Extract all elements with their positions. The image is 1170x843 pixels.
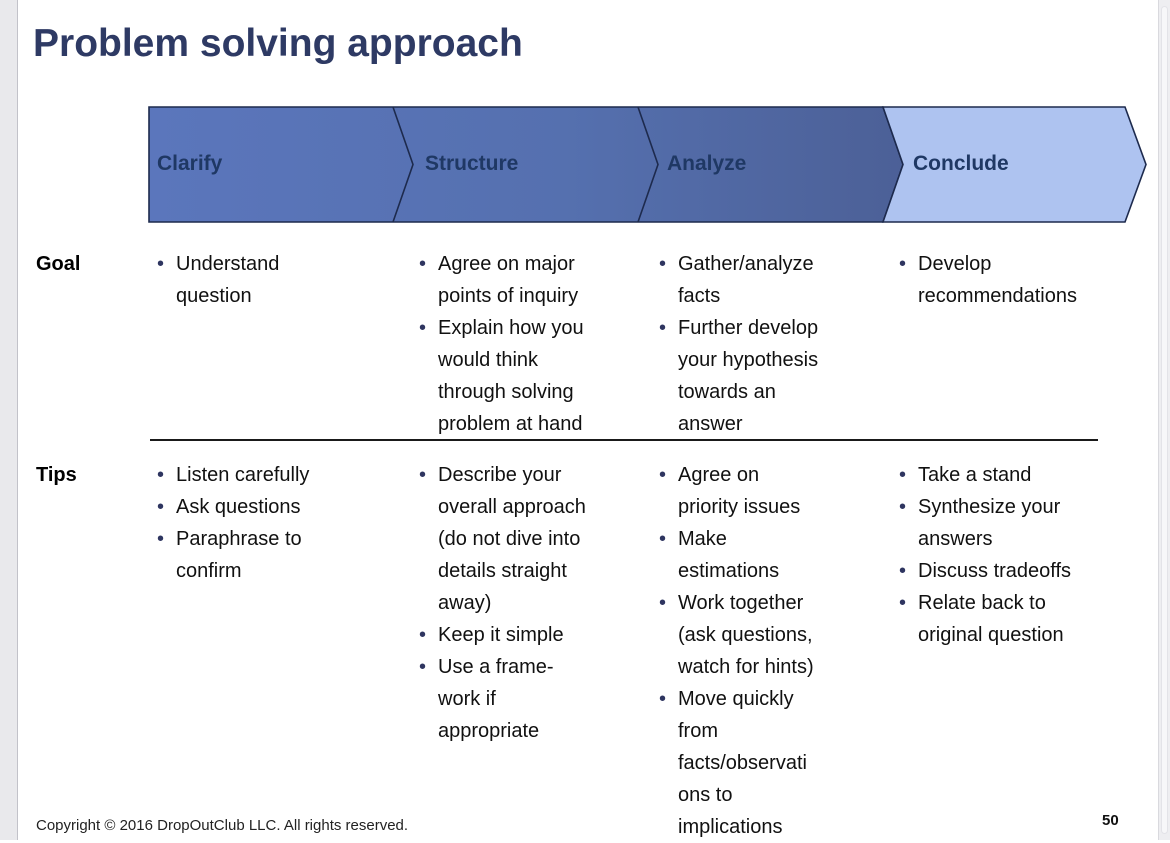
scrollbar-thumb[interactable]: [1161, 6, 1168, 834]
bullet-item: Discuss tradeoffs: [895, 555, 1153, 587]
stage-label-clarify: Clarify: [157, 152, 223, 175]
bullet-item: Take a stand: [895, 459, 1153, 491]
bullet-item: Move quickly from facts/observati ons to…: [655, 683, 885, 843]
bullet-item: Paraphrase to confirm: [153, 523, 403, 587]
chevron-separator-2: [637, 106, 659, 223]
chevron-separator-1: [392, 106, 414, 223]
bullet-item: Make estimations: [655, 523, 885, 587]
stage-label-conclude: Conclude: [913, 152, 1009, 175]
bullet-item: Use a frame- work if appropriate: [415, 651, 645, 747]
goal-clarify-bullets: Understand question: [153, 248, 403, 312]
goal-conclude-bullets: Develop recommendations: [895, 248, 1153, 312]
bullet-item: Gather/analyze facts: [655, 248, 885, 312]
bullet-item: Keep it simple: [415, 619, 645, 651]
bullet-item: Agree on priority issues: [655, 459, 885, 523]
chevron-conclude-arrow: [881, 106, 1147, 223]
bullet-item: Ask questions: [153, 491, 403, 523]
bullet-item: Agree on major points of inquiry: [415, 248, 645, 312]
bullet-item: Listen carefully: [153, 459, 403, 491]
bullet-item: Further develop your hypothesis towards …: [655, 312, 885, 440]
stage-label-analyze: Analyze: [667, 152, 747, 175]
row-label-goal: Goal: [36, 253, 81, 275]
bullet-item: Understand question: [153, 248, 403, 312]
chevron-dark-segment: [148, 106, 904, 223]
tips-structure-bullets: Describe your overall approach (do not d…: [415, 459, 645, 747]
row-divider-line: [150, 439, 1098, 441]
process-chevron-band: Clarify Structure Analyze Conclude: [148, 106, 1148, 223]
goal-structure-bullets: Agree on major points of inquiryExplain …: [415, 248, 645, 440]
page-number: 50: [1102, 812, 1119, 829]
chevron-band-graphic: [148, 106, 1147, 223]
goal-analyze-bullets: Gather/analyze factsFurther develop your…: [655, 248, 885, 440]
copyright-notice: Copyright © 2016 DropOutClub LLC. All ri…: [36, 817, 409, 834]
tips-analyze-bullets: Agree on priority issuesMake estimations…: [655, 459, 885, 843]
tips-clarify-bullets: Listen carefullyAsk questionsParaphrase …: [153, 459, 403, 587]
bullet-item: Work together (ask questions, watch for …: [655, 587, 885, 683]
bullet-item: Describe your overall approach (do not d…: [415, 459, 645, 619]
viewer-left-gutter: [0, 0, 18, 840]
bullet-item: Relate back to original question: [895, 587, 1153, 651]
bullet-item: Explain how you would think through solv…: [415, 312, 645, 440]
bullet-item: Develop recommendations: [895, 248, 1153, 312]
page-title: Problem solving approach: [33, 22, 523, 65]
bullet-item: Synthesize your answers: [895, 491, 1153, 555]
stage-label-structure: Structure: [425, 152, 519, 175]
row-label-tips: Tips: [36, 464, 77, 486]
tips-conclude-bullets: Take a standSynthesize your answersDiscu…: [895, 459, 1153, 651]
